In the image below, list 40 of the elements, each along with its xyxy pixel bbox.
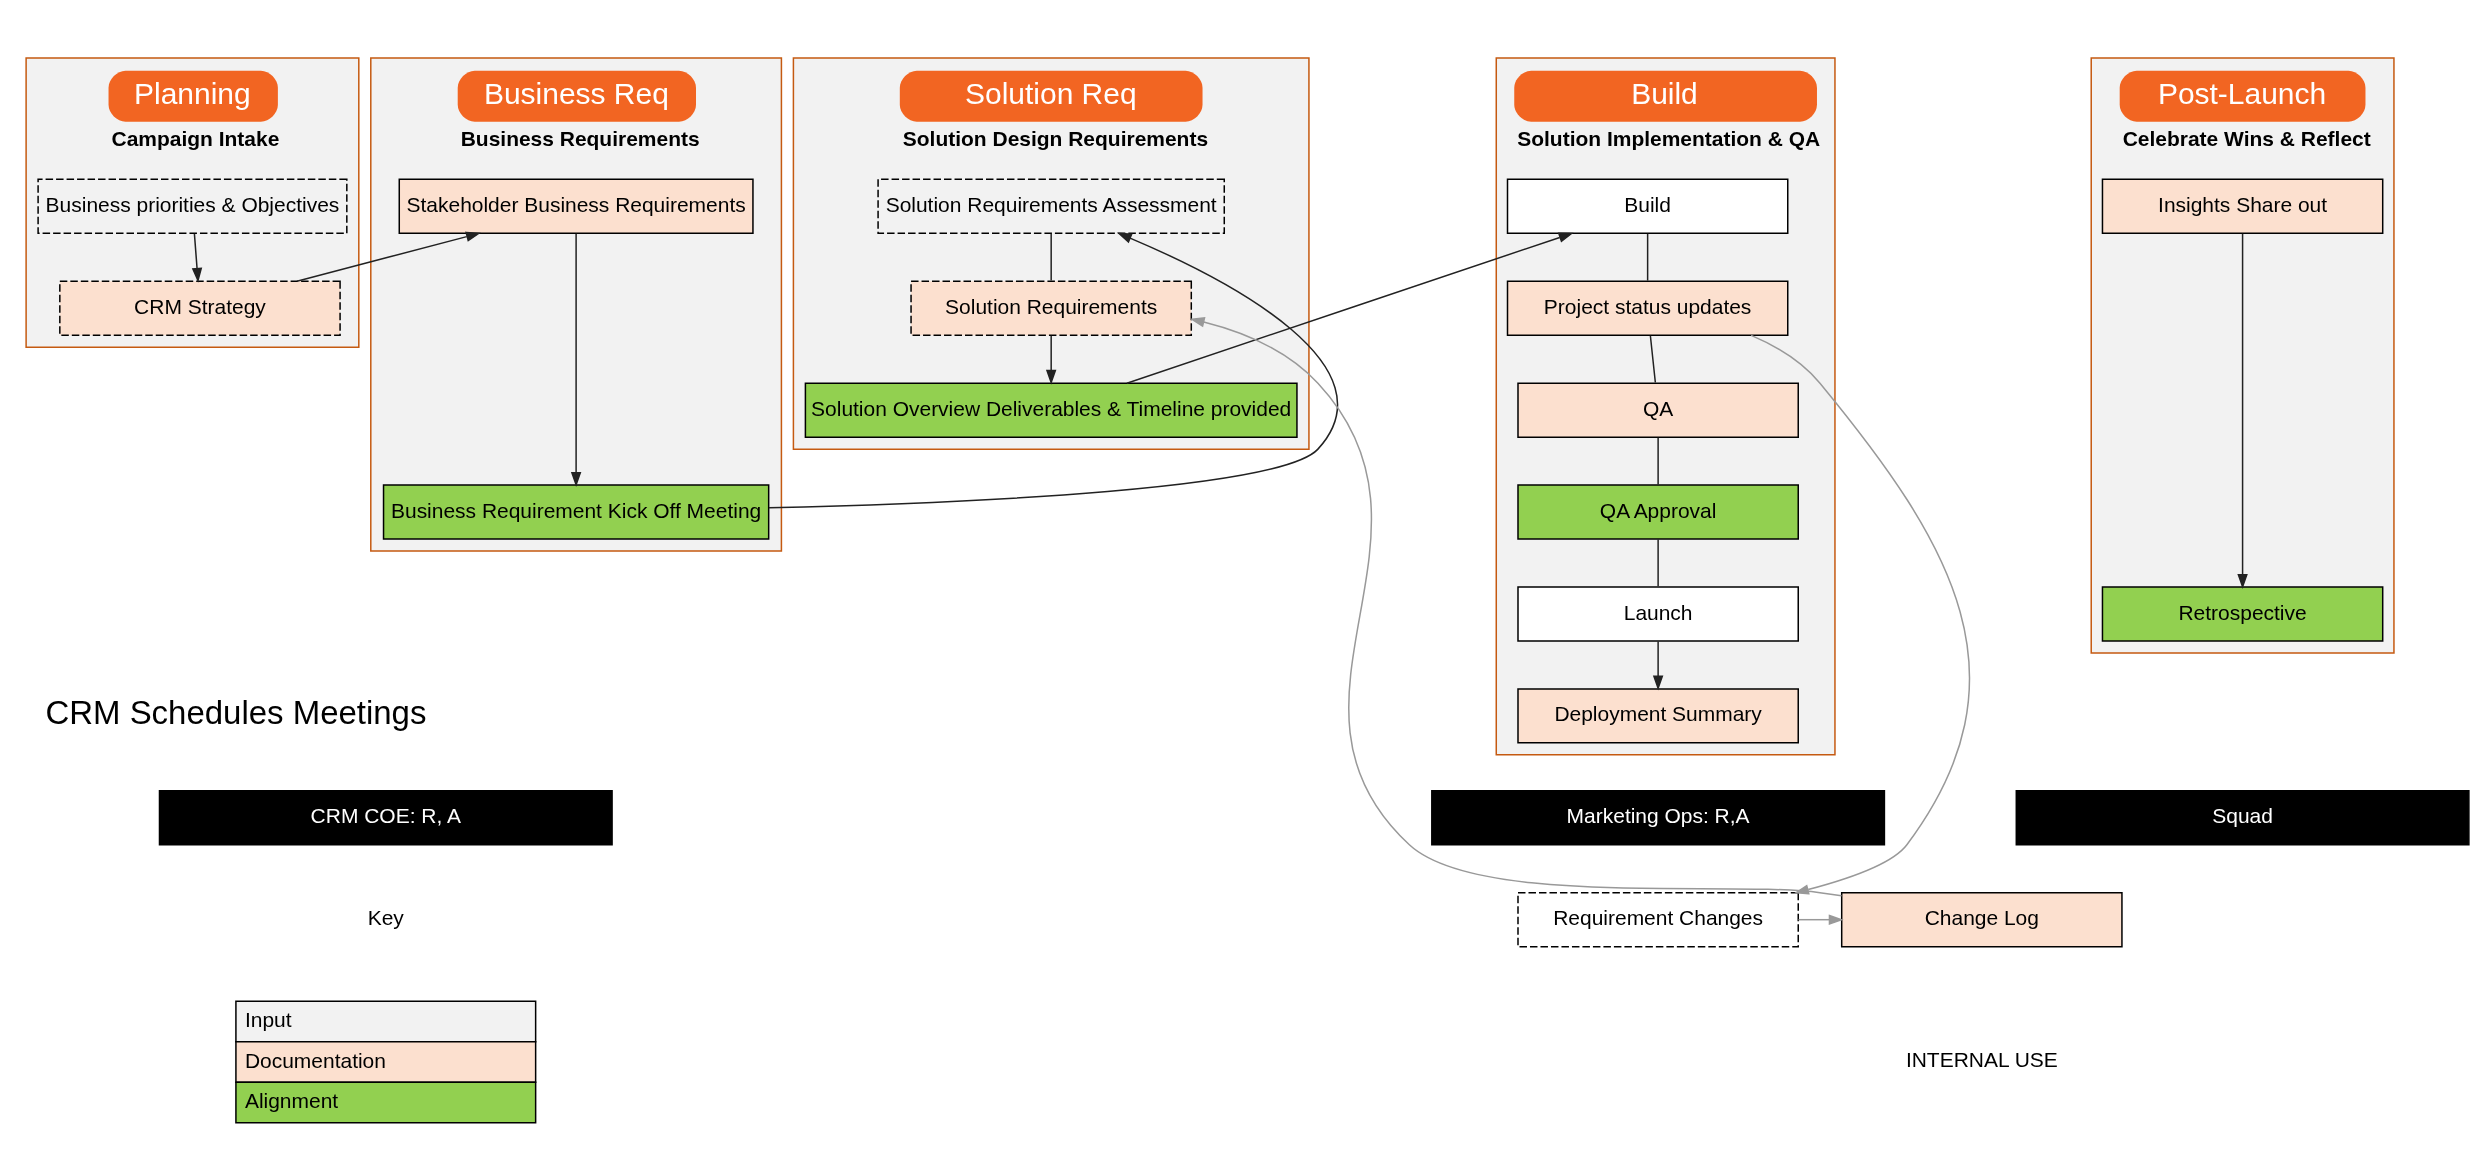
arrow [191, 233, 203, 283]
label: Key [367, 906, 404, 930]
node-box: Marketing Ops: R,A [1431, 790, 1886, 846]
node-box: Retrospective [2101, 586, 2384, 642]
node-box: QA Approval [1517, 484, 1799, 540]
arrow [296, 231, 481, 282]
node-box: Build [1506, 178, 1789, 235]
node-box: Solution Requirements [910, 280, 1193, 336]
node-box: Squad [2015, 790, 2470, 846]
connector [1657, 538, 1659, 588]
node-box: Requirement Changes [1517, 891, 1799, 948]
arrow [768, 232, 1339, 509]
node-box: QA [1517, 382, 1799, 438]
node-box: Project status updates [1506, 280, 1789, 336]
connector [1649, 335, 1657, 384]
node-box: Business priorities & Objectives [37, 178, 348, 235]
arrow [570, 232, 582, 488]
node-box: Deployment Summary [1517, 688, 1799, 744]
arrow [1797, 914, 1844, 925]
arrow [1045, 335, 1057, 385]
arrow [2237, 233, 2248, 590]
label: INTERNAL USE [1905, 1047, 2058, 1071]
node-box: Business Requirement Kick Off Meeting [382, 484, 770, 540]
connector [1050, 233, 1052, 282]
arrow [1652, 640, 1664, 691]
node-box: Stakeholder Business Requirements [398, 178, 754, 235]
node-box: CRM Strategy [59, 280, 341, 336]
arrow [1126, 232, 1574, 384]
node-box: Insights Share out [2101, 178, 2384, 235]
node-box: Solution Overview Deliverables & Timeline provided [804, 382, 1298, 438]
node-box: CRM COE: R, A [158, 790, 613, 846]
node-box: Solution Requirements Assessment [877, 178, 1225, 235]
node-box: Change Log [1840, 891, 2123, 948]
connector [1657, 436, 1659, 486]
node-box: Launch [1517, 586, 1799, 642]
connector [1646, 233, 1649, 282]
label: CRM Schedules Meetings [45, 694, 427, 732]
legend-label: Input [244, 1008, 292, 1032]
legend-label: Documentation [244, 1048, 386, 1072]
legend-label: Alignment [244, 1089, 339, 1113]
